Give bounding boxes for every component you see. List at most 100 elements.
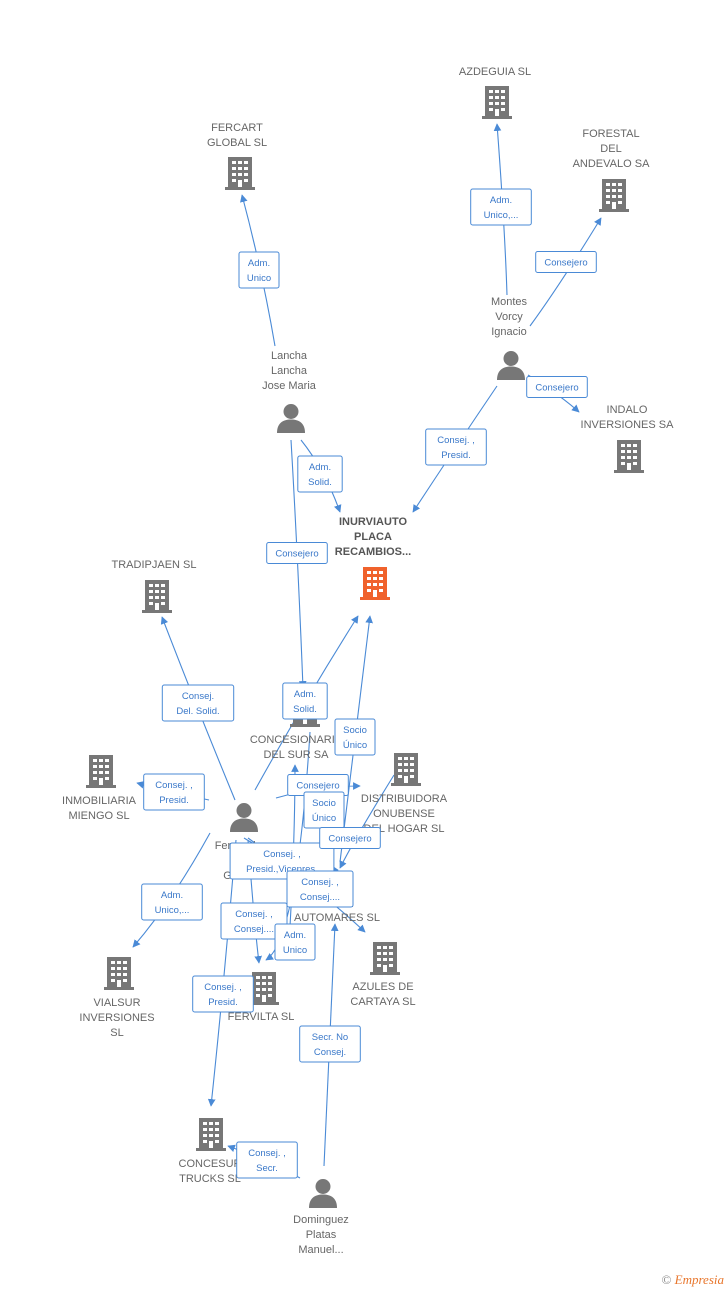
node-label-automares[interactable]: AUTOMARES SL — [294, 912, 380, 924]
node-automares[interactable]: AUTOMARES SL — [294, 874, 380, 924]
edge-label-line: Unico — [247, 273, 271, 284]
edge-label-text: Adm.Unico — [283, 930, 307, 956]
edge-label-box — [220, 902, 288, 940]
edge-label-text: Adm. Unico — [247, 258, 271, 284]
node-label-line: DISTRIBUIDORA — [361, 793, 448, 805]
edge-label-text: Consej. ,Presid.,Vicepres. — [246, 849, 318, 875]
node-fervilta[interactable]: FERVILTA SL — [228, 972, 295, 1023]
node-indalo[interactable]: INDALO INVERSIONES SA — [581, 404, 675, 473]
node-label-line: VIALSUR — [93, 997, 140, 1009]
edge-label-box — [274, 923, 316, 961]
node-label-line: CONCESIONARIA — [250, 734, 343, 746]
edge-label-box — [161, 684, 235, 722]
node-label-line: Ignacio — [491, 326, 526, 338]
edge-label-line: Presid. — [441, 450, 471, 461]
edge-label-text: Consej.Del. Solid. — [176, 691, 219, 717]
edge-label-lancha-to-inurviauto: Adm.Solid. — [297, 455, 343, 493]
edge-label-text: Consejero — [275, 549, 318, 560]
edge-label-text: Consejero — [544, 258, 587, 269]
company-icon[interactable] — [196, 1118, 226, 1151]
company-icon[interactable] — [86, 755, 116, 788]
footer-brand: © Empresia — [662, 1272, 725, 1288]
edge-label-line: Consej. — [182, 691, 214, 702]
company-icon[interactable] — [599, 179, 629, 212]
node-label-azdeguia[interactable]: AZDEGUIA SL — [459, 66, 531, 78]
edge-label-line: Consej. , — [437, 435, 475, 446]
edge-label-line: Consej. , — [263, 849, 301, 860]
edge-label-box — [299, 1025, 361, 1063]
company-icon[interactable] — [225, 157, 255, 190]
company-icon[interactable] — [142, 580, 172, 613]
company-icon[interactable] — [370, 942, 400, 975]
node-concesionaria[interactable]: CONCESIONARIA DEL SUR SA — [250, 694, 343, 761]
company-icon[interactable] — [614, 440, 644, 473]
person-icon[interactable] — [309, 1179, 337, 1208]
node-tradipjaen[interactable]: TRADIPJAEN SL — [112, 559, 197, 613]
company-icon[interactable] — [104, 957, 134, 990]
person-icon[interactable] — [277, 404, 305, 433]
edge-label-line: Secr. No — [312, 1032, 348, 1043]
node-label-line: DEL HOGAR SL — [364, 823, 445, 835]
node-label-line: DEL SUR SA — [263, 749, 329, 761]
person-icon[interactable] — [497, 351, 525, 380]
node-label-indalo[interactable]: INDALO INVERSIONES SA — [581, 404, 675, 431]
edge-label-text: Consej. ,Presid. — [204, 982, 242, 1008]
node-label-line: GLOBAL SL — [207, 137, 267, 149]
edge-label-text: Consej. ,Presid. — [155, 780, 193, 806]
node-label-fervilta[interactable]: FERVILTA SL — [228, 1011, 295, 1023]
node-label-tradipjaen[interactable]: TRADIPJAEN SL — [112, 559, 197, 571]
node-label-line: ANDEVALO SA — [573, 158, 650, 170]
edge-label-line: Presid. — [159, 795, 189, 806]
node-label-line: PLACA — [354, 531, 392, 543]
node-azdeguia[interactable]: AZDEGUIA SL — [459, 66, 531, 119]
edge-label-text: Consej. ,Consej.... — [300, 877, 340, 903]
edge-label-line: Adm. — [490, 195, 512, 206]
node-label-line: SL — [110, 1027, 123, 1039]
node-label-concesionaria[interactable]: CONCESIONARIA DEL SUR SA — [250, 734, 343, 761]
focus-company-icon[interactable] — [360, 567, 390, 600]
edge-label-box — [470, 188, 532, 226]
edge-label-line: Adm. — [248, 258, 270, 269]
node-label-line: INDALO — [607, 404, 648, 416]
edge-label-box — [526, 376, 588, 398]
edge-label-box — [425, 428, 487, 466]
edge-label-line: Presid. — [208, 997, 238, 1008]
edge-label-line: Consej. , — [248, 1148, 286, 1159]
company-icon[interactable] — [391, 753, 421, 786]
edge-label-line: Consejero — [544, 258, 587, 269]
node-label-line: INVERSIONES SA — [581, 419, 675, 431]
edge-label-text: Consejero — [535, 383, 578, 394]
edge-label-fernandez-to-inurviauto: Adm.Solid. — [282, 682, 328, 720]
node-label-line: CONCESUR — [179, 1158, 242, 1170]
node-label-line: INURVIAUTO — [339, 516, 407, 528]
company-icon[interactable] — [482, 86, 512, 119]
node-label-line: Lancha — [271, 350, 308, 362]
edge-label-line: Único — [312, 813, 336, 824]
edge-label-text: Adm.Solid. — [308, 462, 332, 488]
person-icon[interactable] — [230, 803, 258, 832]
